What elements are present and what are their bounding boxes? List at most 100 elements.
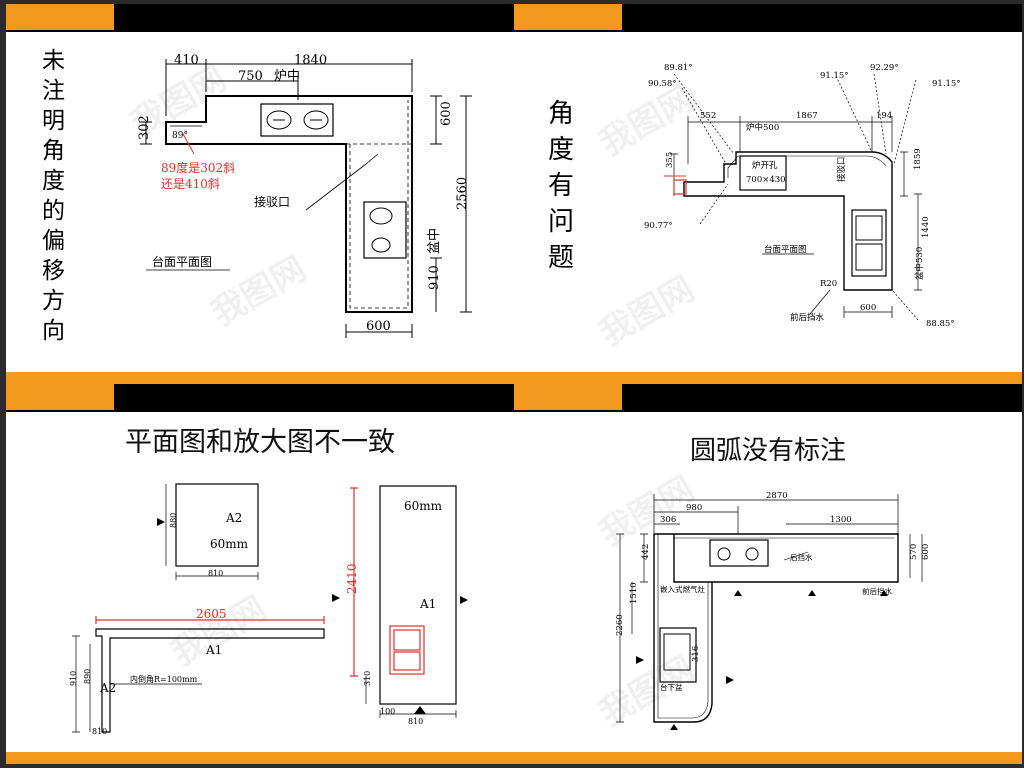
slide-1-drawing: 410 1840 750 炉中 302 89° 600 2560 910 盆中 …	[137, 53, 472, 338]
sink-shape	[659, 627, 697, 683]
dim-552: 552	[700, 111, 716, 121]
dim-570: 570	[909, 544, 919, 560]
dim-1440: 1440	[921, 216, 931, 238]
dim-1859: 1859	[913, 148, 923, 170]
plan-890: 890	[83, 669, 92, 684]
dim-2260: 2260	[615, 614, 625, 636]
plan-810: 810	[92, 727, 107, 736]
panel-a2	[175, 483, 259, 567]
dim-442: 442	[641, 544, 651, 560]
hob-shape	[709, 539, 769, 567]
angle-label: 92.29°	[870, 63, 899, 73]
slide-footer-bar	[514, 372, 1022, 384]
dim-600: 600	[921, 544, 931, 560]
slide-header-accent	[6, 4, 114, 30]
plan-a1-label: A1	[205, 643, 222, 657]
dim-980: 980	[686, 503, 702, 513]
joint-label: 接驳口	[836, 156, 847, 182]
plan-910: 910	[69, 671, 78, 686]
dim-basin-center: 盆中530	[914, 247, 925, 280]
dim-600-vertical: 600	[439, 101, 454, 126]
slide-header-accent	[514, 4, 622, 30]
dim-355: 355	[665, 152, 675, 168]
red-note-line-1: 89度是302斜	[161, 160, 235, 175]
red-note-line-2: 还是410斜	[161, 177, 220, 191]
dim-910: 910	[427, 265, 442, 290]
corner-label: 前后挡水	[790, 312, 825, 323]
a2-label: A2	[225, 511, 242, 525]
slide-3-drawing: A2 60mm 810 880 60mm A1 810 310 100 A1 A…	[69, 483, 468, 736]
dim-194: 194	[876, 111, 892, 121]
angle-label: 91.15°	[932, 79, 961, 89]
dim-750: 750	[238, 69, 263, 84]
slide-2[interactable]: 我图网 我图网 角度 有问 题 89.81° 90.58° 91.1	[514, 4, 1022, 384]
slide-footer-bar	[6, 372, 514, 384]
angle-label: 90.77°	[644, 221, 673, 231]
dim-hob-center: 炉中500	[746, 122, 779, 133]
dim-316: 316	[691, 646, 701, 662]
dim-r20: R20	[820, 279, 837, 289]
plan-label: 台面平面图	[152, 254, 212, 269]
dim-410: 410	[174, 53, 199, 68]
slide-footer-bar	[6, 752, 514, 764]
dim-302: 302	[137, 115, 152, 140]
angle-label: 91.15°	[820, 71, 849, 81]
a1-thickness: 60mm	[404, 499, 443, 513]
joint-label: 接驳口	[254, 194, 290, 209]
dim-1510: 1510	[629, 582, 639, 604]
angle-label: 88.85°	[926, 319, 955, 329]
sink-shape	[363, 201, 407, 259]
dim-hob-center: 炉中	[274, 69, 300, 84]
angle-label: 89.81°	[664, 63, 693, 73]
hob-label: 嵌入式燃气灶	[660, 584, 705, 594]
sink-label: 台下盆	[660, 682, 683, 692]
a1-sink-width: 100	[380, 707, 395, 716]
hob-cutout	[739, 155, 787, 191]
dim-600: 600	[860, 303, 876, 313]
countertop-outline	[653, 533, 899, 723]
slide-2-drawing: 89.81° 90.58° 91.15° 92.29° 91.15° 90.77…	[644, 63, 961, 329]
a2-thickness: 60mm	[210, 537, 249, 551]
angle-label: 90.58°	[648, 79, 677, 89]
slide-1[interactable]: 我图网 我图网 未注 明角 度的 偏移 方向	[6, 4, 514, 384]
angle-89: 89°	[172, 131, 188, 141]
slide-3-title: 平面图和放大图不一致	[125, 427, 395, 458]
a1-sink-offset: 310	[363, 671, 372, 686]
plan-note: 内倒角R=100mm	[130, 674, 198, 684]
slide-2-side-title: 角度 有问 题	[548, 99, 575, 273]
slide-footer-bar	[514, 752, 1022, 764]
hob-shape	[260, 103, 334, 137]
hob-cutout-text: 炉开孔	[752, 160, 778, 171]
a1-label: A1	[419, 597, 436, 611]
dim-1867: 1867	[796, 111, 818, 121]
dim-basin-center: 盆中	[427, 228, 442, 254]
dim-1840: 1840	[294, 53, 327, 68]
plan-outline	[95, 628, 325, 733]
countertop-outline	[683, 151, 893, 291]
corner-label: 前后挡水	[862, 586, 892, 596]
dim-2870: 2870	[766, 491, 788, 501]
slide-header-accent	[514, 384, 622, 410]
plan-2605: 2605	[196, 607, 227, 621]
plan-a2-label: A2	[99, 681, 116, 695]
slide-4-drawing: 2870 980 306 1300 442 1510 2260 570 600 …	[615, 491, 931, 730]
dim-306: 306	[660, 515, 676, 525]
slide-header-accent	[6, 384, 114, 410]
slide-3[interactable]: 我图网 平面图和放大图不一致 A2 60	[6, 384, 514, 764]
a2-width: 810	[208, 569, 223, 578]
sink-a1	[389, 625, 425, 675]
dim-1300: 1300	[830, 515, 852, 525]
dim-2560: 2560	[455, 177, 470, 210]
a1-width: 810	[408, 717, 423, 726]
hob-cutout-size: 700×430	[746, 175, 786, 185]
a1-height-2410: 2410	[345, 563, 359, 594]
back-splash-label: 后挡水	[790, 552, 813, 562]
a2-height: 880	[169, 513, 178, 528]
slide-1-side-title: 未注 明角 度的 偏移 方向	[42, 48, 65, 344]
plan-label: 台面平面图	[764, 244, 807, 255]
countertop-outline	[165, 95, 413, 313]
slide-4-title: 圆弧没有标注	[689, 436, 846, 466]
slide-4[interactable]: 我图网 我图网 圆弧没有标注 2870	[514, 384, 1022, 764]
panel-a1	[379, 485, 457, 705]
sink-shape	[851, 209, 887, 277]
